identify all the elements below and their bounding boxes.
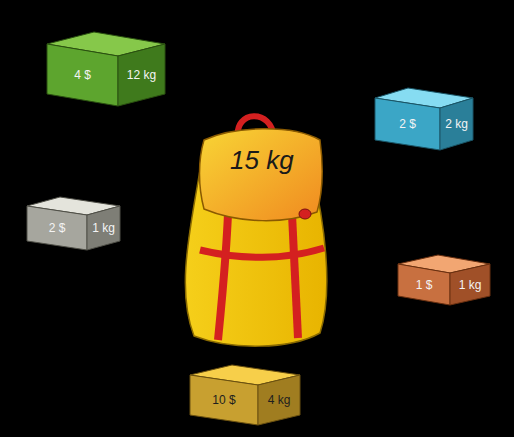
box-side: [440, 98, 473, 150]
bag-clasp: [299, 209, 311, 219]
value-label: 10 $: [212, 393, 235, 407]
value-label: 4 $: [74, 68, 91, 82]
item-box: 1 $ 1 kg: [398, 255, 490, 305]
item-box: 2 $ 1 kg: [27, 197, 120, 250]
value-label: 2 $: [399, 117, 416, 131]
weight-label: 4 kg: [268, 393, 291, 407]
capacity-label: 15 kg: [230, 145, 294, 175]
bag-strap: [292, 214, 298, 338]
box-front: [47, 44, 118, 106]
box-front: [190, 375, 258, 425]
knapsack: 15 kg: [230, 145, 294, 175]
box-front: [375, 98, 440, 150]
item-box: 2 $ 2 kg: [375, 88, 473, 150]
box-side: [450, 264, 490, 305]
box-side: [258, 375, 300, 425]
value-label: 1 $: [416, 278, 433, 292]
weight-label: 12 kg: [127, 68, 156, 82]
item-box: 4 $ 12 kg: [47, 32, 165, 106]
bag-band: [200, 248, 324, 257]
weight-label: 1 kg: [459, 278, 482, 292]
weight-label: 1 kg: [92, 221, 115, 235]
box-front: [398, 264, 450, 305]
bag-flap: [200, 129, 323, 221]
box-side: [118, 44, 165, 106]
box-front: [27, 206, 87, 250]
value-label: 2 $: [49, 221, 66, 235]
weight-label: 2 kg: [445, 117, 468, 131]
bag-strap: [218, 214, 228, 340]
box-side: [87, 206, 120, 250]
item-box: 10 $ 4 kg: [190, 365, 300, 425]
